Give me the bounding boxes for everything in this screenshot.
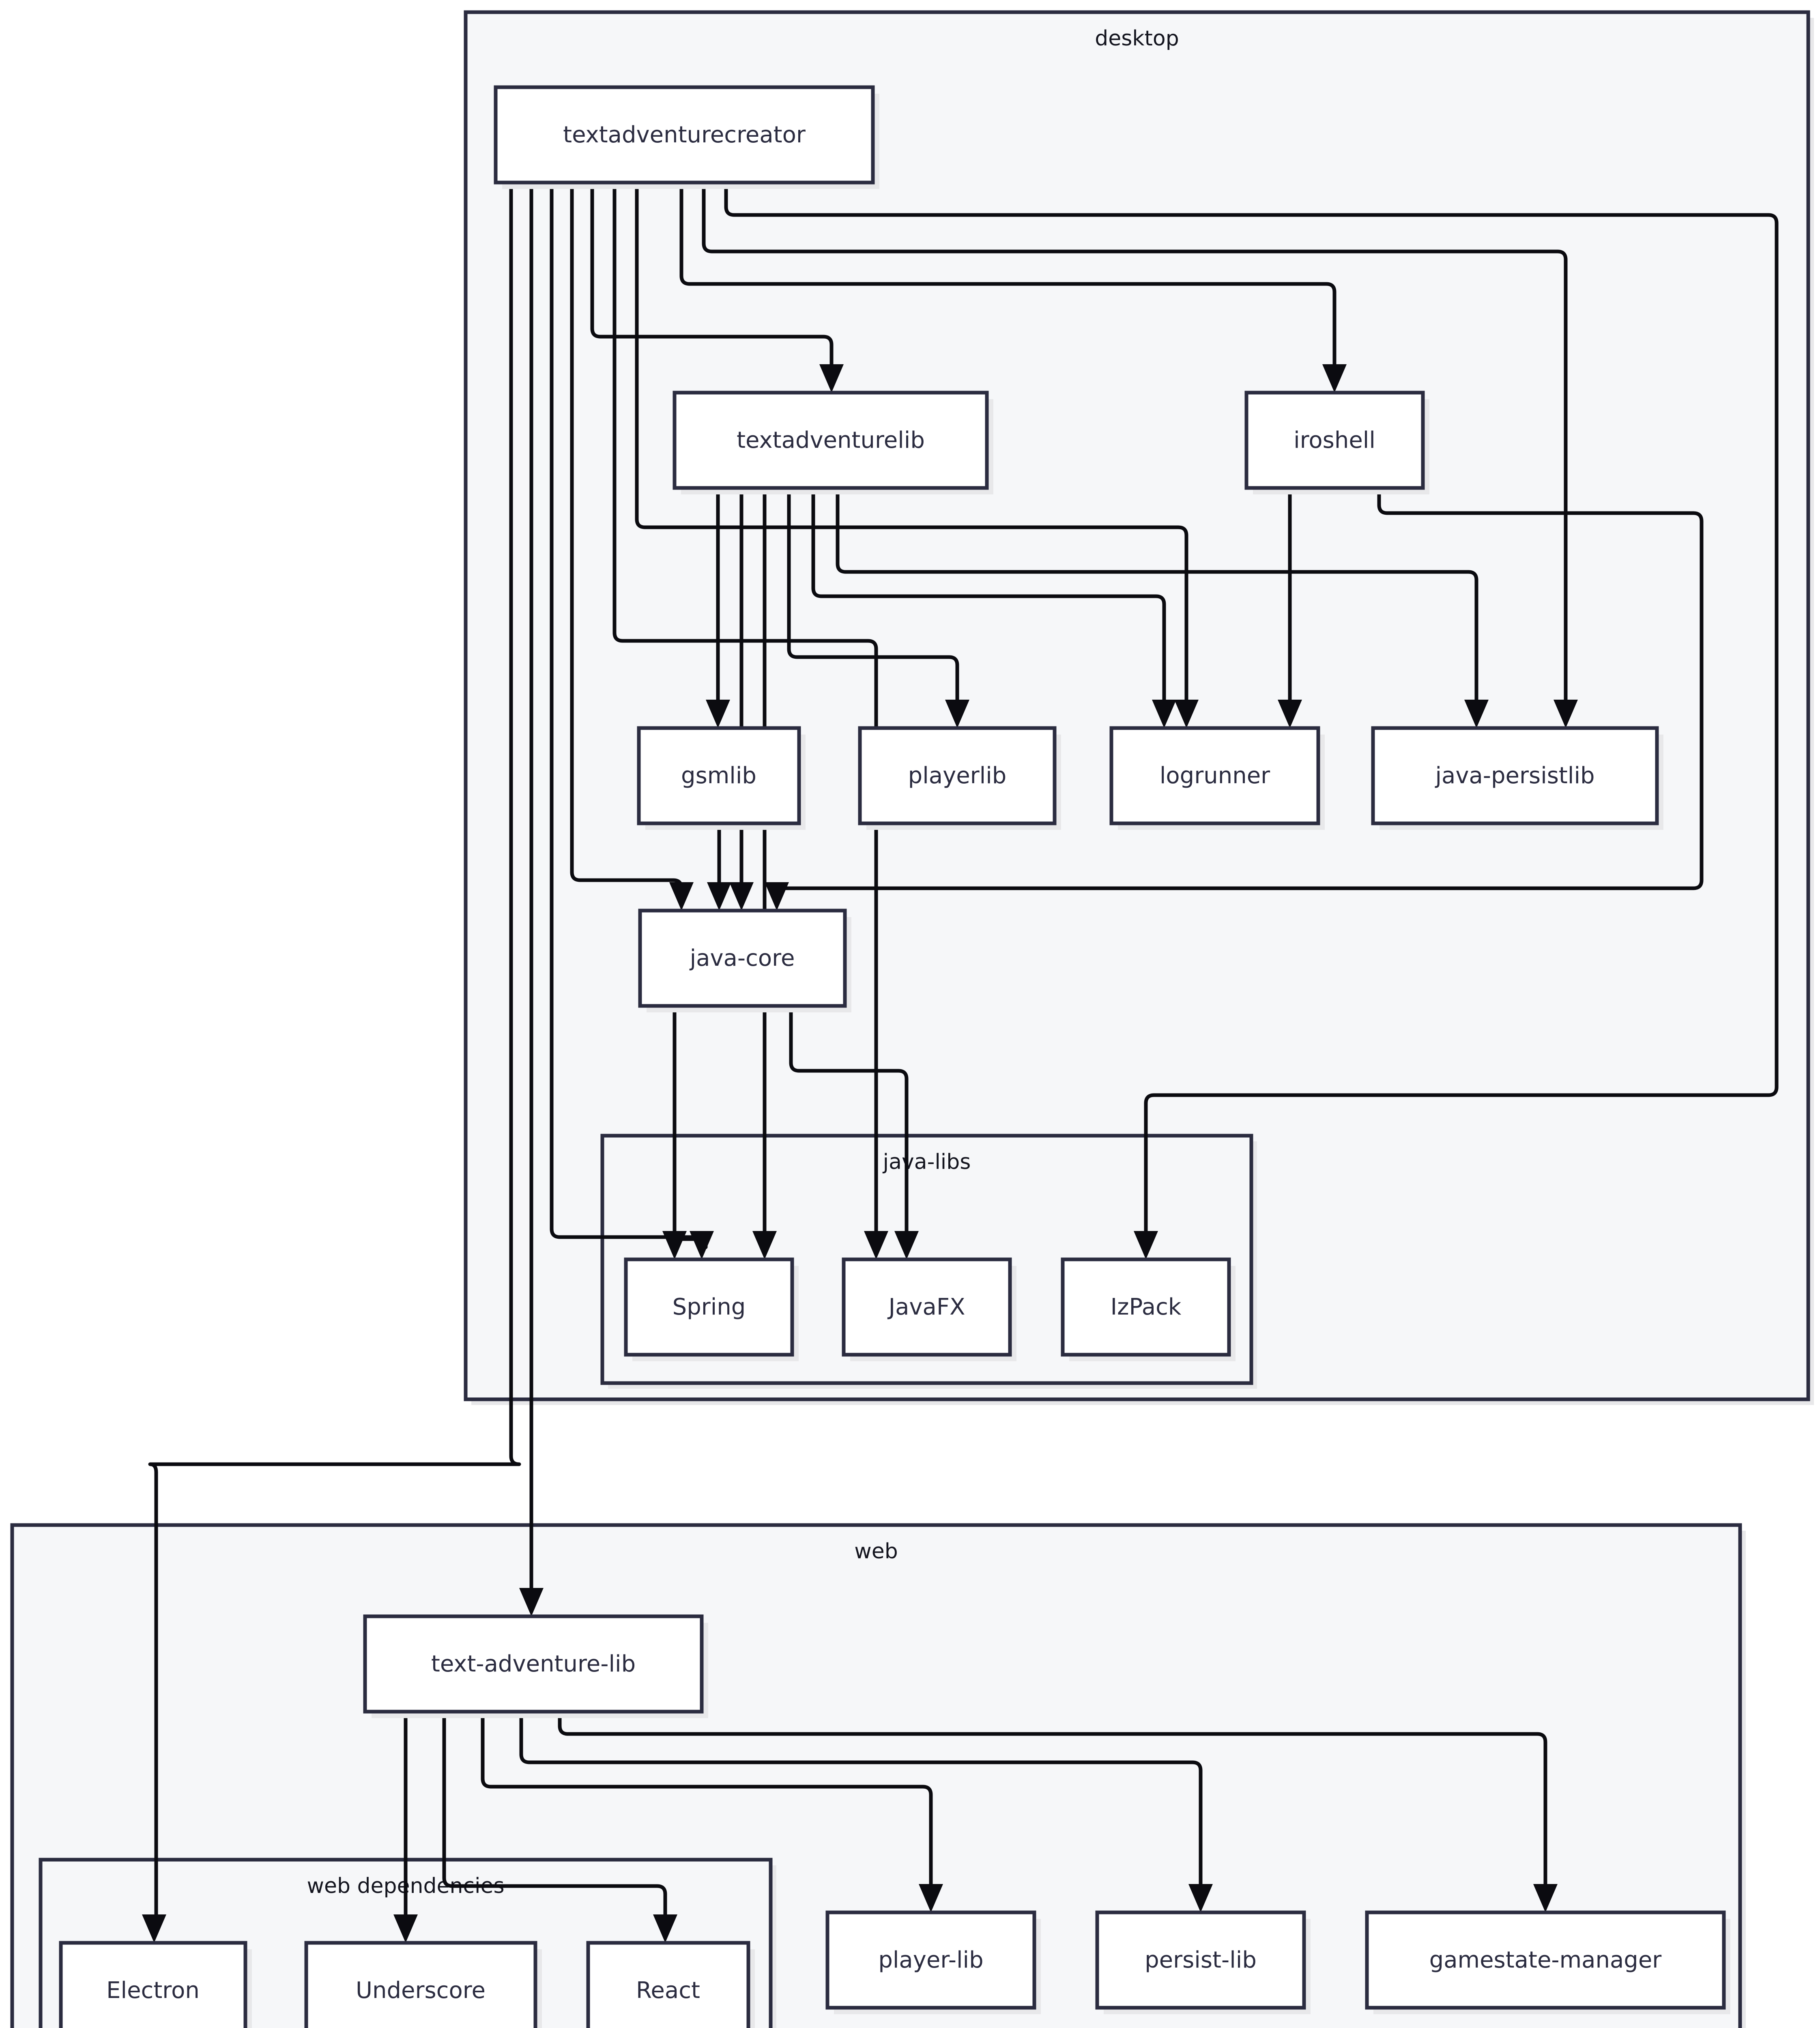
- cluster-java-libs-label: java-libs: [883, 1150, 971, 1174]
- node-iroshell-rect[interactable]: [1244, 391, 1425, 490]
- node-electron-rect[interactable]: [59, 1941, 247, 2028]
- node-react[interactable]: React: [586, 1941, 755, 2028]
- edge-text-adventure-lib-react: [442, 1710, 667, 1931]
- edge-textadventurecreator-textadventurelib: [590, 180, 834, 380]
- node-spring-rect[interactable]: [624, 1257, 794, 1357]
- node-gsmlib-rect[interactable]: [637, 726, 801, 825]
- node-text-adventure-lib[interactable]: text-adventure-lib: [363, 1614, 708, 1718]
- node-izpack[interactable]: IzPack: [1061, 1257, 1236, 1361]
- node-underscore[interactable]: Underscore: [304, 1941, 542, 2028]
- arrowhead-persist-lib: [1188, 1884, 1213, 1912]
- node-underscore-rect[interactable]: [304, 1941, 537, 2028]
- node-logrunner-rect[interactable]: [1109, 726, 1320, 825]
- node-electron-label: Electron: [106, 1977, 200, 2004]
- node-gsmlib-label: gsmlib: [681, 763, 756, 789]
- arrowhead-javafx-from-java-core: [894, 1231, 919, 1259]
- node-gamestate-manager-label: gamestate-manager: [1429, 1947, 1662, 1973]
- node-textadventurecreator-label: textadventurecreator: [563, 122, 806, 148]
- arrowhead-text-adventure-lib: [519, 1588, 544, 1616]
- cluster-desktop-label: desktop: [1095, 26, 1179, 51]
- arrowhead-java-core-from-iroshell: [765, 882, 789, 911]
- edge-textadventurelib-logrunner: [811, 486, 1166, 716]
- node-textadventurelib-rect[interactable]: [673, 391, 989, 490]
- node-persist-lib[interactable]: persist-lib: [1095, 1910, 1311, 2014]
- node-playerlib[interactable]: playerlib: [858, 726, 1061, 830]
- edge-text-adventure-lib-gamestate-manager: [558, 1710, 1547, 1900]
- arrowhead-iroshell: [1322, 364, 1347, 393]
- node-player-lib[interactable]: player-lib: [825, 1910, 1041, 2014]
- node-java-core[interactable]: java-core: [638, 909, 851, 1012]
- node-react-label: React: [636, 1977, 700, 2004]
- edge-text-adventure-lib-player-lib: [481, 1710, 933, 1900]
- edge-textadventurecreator-izpack: [724, 180, 1779, 1247]
- node-izpack-rect[interactable]: [1061, 1257, 1231, 1357]
- arrowhead-izpack: [1134, 1231, 1158, 1259]
- node-javafx[interactable]: JavaFX: [842, 1257, 1016, 1361]
- arrowhead-java-persistlib-from-tac: [1554, 700, 1578, 728]
- arrowhead-playerlib: [945, 700, 969, 728]
- node-persist-lib-rect[interactable]: [1095, 1910, 1306, 2010]
- node-java-core-rect[interactable]: [638, 909, 847, 1008]
- arrowhead-javafx-from-tal: [752, 1231, 777, 1259]
- edge-textadventurelib-java-persistlib: [836, 486, 1478, 716]
- edge-textadventurecreator-logrunner: [635, 180, 1188, 716]
- edge-textadventurecreator-java-persistlib: [702, 180, 1568, 716]
- node-java-persistlib-rect[interactable]: [1371, 726, 1659, 825]
- arrowhead-logrunner-from-tac: [1174, 700, 1199, 728]
- arrowhead-logrunner-from-iroshell: [1278, 700, 1302, 728]
- arrowhead-java-persistlib-from-tal: [1464, 700, 1489, 728]
- edge-text-adventure-lib-persist-lib: [519, 1710, 1203, 1900]
- node-persist-lib-label: persist-lib: [1145, 1947, 1257, 1973]
- node-spring[interactable]: Spring: [624, 1257, 799, 1361]
- edge-textadventurecreator-electron: [148, 180, 521, 1931]
- node-logrunner[interactable]: logrunner: [1109, 726, 1325, 830]
- arrowhead-gamestate-manager: [1533, 1884, 1558, 1912]
- node-textadventurecreator[interactable]: textadventurecreator: [494, 85, 879, 189]
- arrowhead-gsmlib: [706, 700, 730, 728]
- arrowhead-player-lib: [919, 1884, 943, 1912]
- node-java-persistlib-label: java-persistlib: [1434, 763, 1594, 789]
- node-javafx-label: JavaFX: [887, 1294, 965, 1320]
- node-java-core-label: java-core: [689, 945, 795, 971]
- arrowhead-javafx-from-tac: [864, 1231, 888, 1259]
- node-react-rect[interactable]: [586, 1941, 750, 2028]
- node-player-lib-label: player-lib: [878, 1947, 983, 1973]
- edge-textadventurelib-playerlib: [787, 486, 959, 716]
- arrowhead-textadventurelib: [819, 364, 844, 393]
- node-java-persistlib[interactable]: java-persistlib: [1371, 726, 1663, 830]
- edge-textadventurecreator-iroshell: [679, 180, 1337, 380]
- node-spring-label: Spring: [673, 1294, 746, 1320]
- node-playerlib-rect[interactable]: [858, 726, 1057, 825]
- node-underscore-label: Underscore: [356, 1977, 486, 2004]
- arrowhead-electron: [142, 1914, 166, 1943]
- arrowhead-react: [653, 1914, 677, 1943]
- node-electron[interactable]: Electron: [59, 1941, 252, 2028]
- node-izpack-label: IzPack: [1111, 1294, 1182, 1320]
- node-textadventurelib[interactable]: textadventurelib: [673, 391, 993, 494]
- edge-java-core-javafx: [789, 1004, 909, 1247]
- node-layer: textadventurecreator textadventurelib ir…: [59, 85, 1730, 2028]
- arrowhead-java-core-from-tal: [729, 882, 754, 911]
- node-gamestate-manager[interactable]: gamestate-manager: [1365, 1910, 1730, 2014]
- node-text-adventure-lib-rect[interactable]: [363, 1614, 704, 1714]
- node-gsmlib[interactable]: gsmlib: [637, 726, 806, 830]
- cluster-web-label: web: [854, 1539, 898, 1564]
- arrowhead-underscore: [393, 1914, 418, 1943]
- node-player-lib-rect[interactable]: [825, 1910, 1036, 2010]
- node-iroshell-label: iroshell: [1294, 427, 1375, 453]
- node-logrunner-label: logrunner: [1160, 763, 1270, 789]
- edge-textadventurecreator-javafx: [612, 180, 878, 1247]
- node-text-adventure-lib-label: text-adventure-lib: [431, 1651, 636, 1677]
- arrowhead-java-core-from-tac: [669, 882, 694, 911]
- node-iroshell[interactable]: iroshell: [1244, 391, 1429, 494]
- node-textadventurecreator-rect[interactable]: [494, 85, 875, 185]
- edge-layer: [142, 180, 1779, 1943]
- node-gamestate-manager-rect[interactable]: [1365, 1910, 1726, 2010]
- node-javafx-rect[interactable]: [842, 1257, 1012, 1357]
- arrowhead-logrunner-from-tal: [1152, 700, 1176, 728]
- node-textadventurelib-label: textadventurelib: [737, 427, 925, 453]
- node-playerlib-label: playerlib: [908, 763, 1007, 789]
- arrowhead-java-core-from-gsmlib: [707, 882, 731, 911]
